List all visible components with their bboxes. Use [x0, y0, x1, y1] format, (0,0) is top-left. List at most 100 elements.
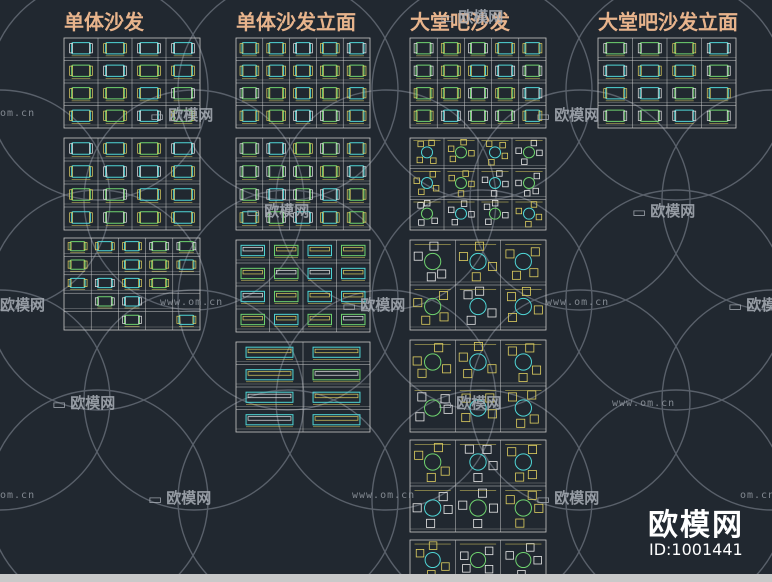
- title-lobby-bar-sofa: 大堂吧沙发: [410, 10, 510, 34]
- cad-sheet: [409, 239, 547, 331]
- furniture-symbol: [672, 109, 697, 124]
- furniture-symbol: [266, 165, 286, 180]
- furniture-symbol: [505, 390, 542, 428]
- furniture-symbol: [341, 313, 366, 327]
- furniture-symbol: [413, 109, 434, 124]
- furniture-symbol: [341, 244, 366, 258]
- furniture-symbol: [522, 109, 543, 124]
- furniture-symbol: [468, 109, 488, 124]
- furniture-symbol: [481, 140, 509, 166]
- furniture-symbol: [672, 87, 697, 102]
- furniture-symbol: [171, 142, 195, 157]
- furniture-symbol: [307, 244, 332, 258]
- furniture-symbol: [149, 259, 170, 272]
- furniture-symbol: [458, 342, 497, 379]
- furniture-symbol: [505, 343, 542, 382]
- furniture-symbol: [122, 314, 142, 327]
- furniture-symbol: [522, 42, 543, 57]
- watermark-arc: [83, 289, 305, 511]
- furniture-symbol: [69, 64, 93, 79]
- furniture-symbol: [413, 171, 441, 195]
- watermark-arc: [565, 189, 772, 411]
- furniture-symbol: [239, 165, 260, 180]
- furniture-symbol: [266, 211, 286, 226]
- furniture-symbol: [149, 277, 170, 290]
- title-single-sofa-elevation: 单体沙发立面: [236, 10, 356, 34]
- sofa-icon: ▭: [150, 106, 165, 125]
- cad-sheet: [409, 439, 547, 533]
- furniture-symbol: [240, 244, 265, 258]
- furniture-symbol: [103, 64, 127, 79]
- furniture-symbol: [637, 109, 662, 124]
- furniture-symbol: [320, 142, 340, 157]
- furniture-symbol: [137, 142, 161, 157]
- title-lobby-bar-sofa-elevation: 大堂吧沙发立面: [598, 10, 738, 34]
- watermark-logo: 欧模网: [0, 296, 46, 314]
- furniture-symbol: [293, 165, 313, 180]
- furniture-symbol: [137, 211, 161, 226]
- furniture-symbol: [413, 289, 451, 325]
- furniture-symbol: [505, 244, 542, 280]
- furniture-symbol: [239, 188, 260, 203]
- cad-sheet: [409, 137, 547, 231]
- furniture-symbol: [69, 142, 93, 157]
- furniture-symbol: [412, 343, 452, 378]
- watermark-url: www.om.cn: [352, 490, 416, 501]
- furniture-symbol: [458, 241, 498, 282]
- furniture-symbol: [706, 109, 731, 124]
- furniture-symbol: [137, 188, 161, 203]
- furniture-symbol: [137, 42, 161, 57]
- furniture-symbol: [171, 165, 195, 180]
- furniture-symbol: [468, 87, 488, 102]
- furniture-symbol: [103, 165, 127, 180]
- furniture-symbol: [245, 414, 294, 428]
- watermark-arc: [661, 289, 772, 511]
- watermark-logo: ▭欧模网: [148, 489, 212, 508]
- furniture-symbol: [341, 290, 366, 304]
- furniture-symbol: [176, 259, 197, 272]
- furniture-symbol: [706, 42, 731, 57]
- furniture-symbol: [495, 109, 516, 124]
- watermark-logo: ▭欧模网: [728, 296, 772, 315]
- furniture-symbol: [413, 42, 434, 57]
- sofa-icon: ▭: [728, 296, 743, 315]
- furniture-symbol: [312, 346, 361, 360]
- furniture-symbol: [171, 188, 195, 203]
- furniture-symbol: [346, 188, 367, 203]
- furniture-symbol: [522, 64, 543, 79]
- furniture-symbol: [239, 142, 260, 157]
- watermark-url: www.om.cn: [546, 297, 610, 308]
- watermark-arc: [565, 389, 772, 582]
- furniture-symbol: [346, 64, 367, 79]
- furniture-symbol: [266, 188, 286, 203]
- furniture-symbol: [274, 290, 299, 304]
- cad-sheet: [235, 37, 371, 129]
- watermark-url: www.om.cn: [160, 297, 224, 308]
- furniture-symbol: [440, 87, 461, 102]
- furniture-symbol: [414, 541, 451, 579]
- furniture-symbol: [171, 42, 195, 57]
- furniture-symbol: [459, 444, 498, 482]
- furniture-symbol: [447, 200, 475, 226]
- furniture-symbol: [274, 244, 299, 258]
- furniture-symbol: [293, 188, 313, 203]
- furniture-symbol: [307, 290, 332, 304]
- furniture-symbol: [103, 87, 127, 102]
- watermark-arc: [371, 389, 593, 582]
- furniture-symbol: [637, 64, 662, 79]
- furniture-symbol: [320, 64, 340, 79]
- watermark-url: om.cn: [740, 490, 772, 501]
- sofa-icon: ▭: [536, 106, 551, 125]
- watermark-arc: [371, 189, 593, 411]
- bottom-scrollbar[interactable]: [0, 574, 772, 582]
- sofa-icon: ▭: [632, 202, 647, 221]
- furniture-symbol: [414, 443, 451, 482]
- furniture-symbol: [515, 139, 543, 165]
- furniture-symbol: [413, 139, 441, 164]
- sofa-icon: ▭: [438, 394, 453, 413]
- furniture-symbol: [346, 211, 367, 226]
- furniture-symbol: [515, 201, 543, 228]
- furniture-symbol: [239, 64, 260, 79]
- furniture-symbol: [468, 42, 488, 57]
- furniture-symbol: [176, 241, 197, 254]
